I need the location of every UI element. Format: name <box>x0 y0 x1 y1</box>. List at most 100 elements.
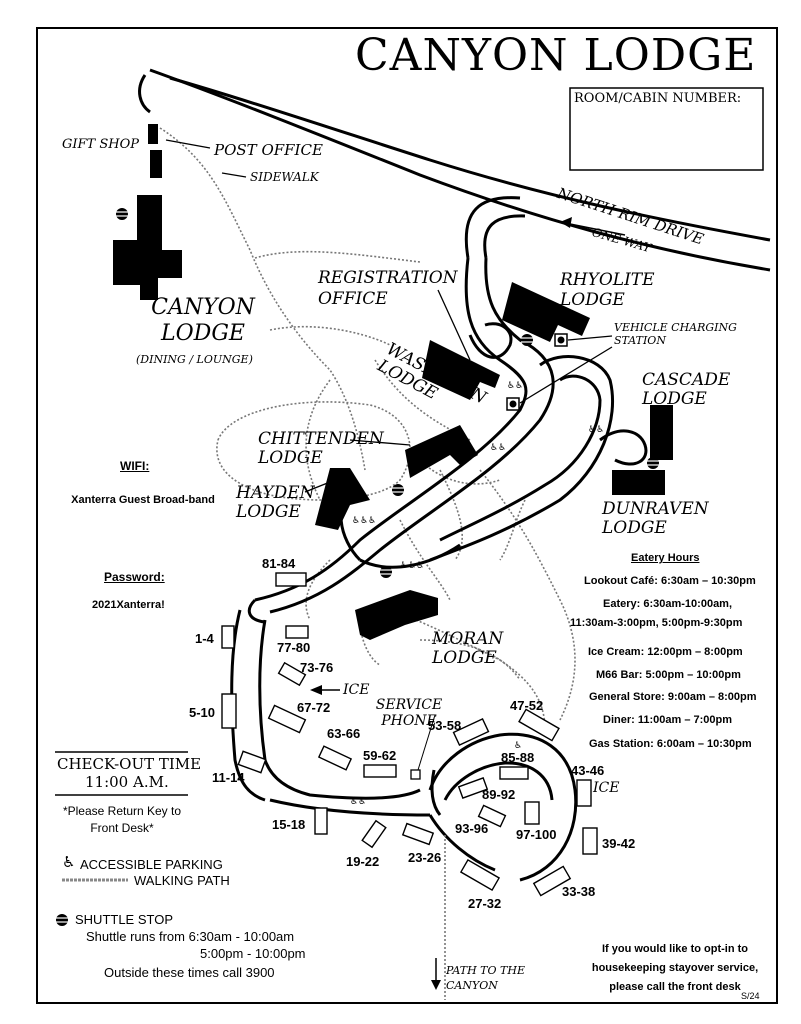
cabin-label: 59-62 <box>363 748 397 763</box>
path-to-canyon-label: PATH TO THE CANYON <box>446 964 525 992</box>
eatery-line: Lookout Café: 6:30am – 10:30pm <box>584 575 756 587</box>
checkout-note: *Please Return Key to Front Desk* <box>62 804 182 835</box>
accessible-icon: ♿ <box>62 853 75 871</box>
housekeeping-note: If you would like to opt-in to housekeep… <box>591 943 759 993</box>
wifi-network: Xanterra Guest Broad-band <box>71 494 215 506</box>
gift-shop-building <box>148 124 158 144</box>
hayden-lodge-building <box>315 468 370 530</box>
eatery-line: Gas Station: 6:00am – 10:30pm <box>589 738 752 750</box>
pointer-arrows <box>165 139 613 493</box>
canyon-lodge-label: CANYON LODGE <box>151 295 255 346</box>
ice-arrowhead <box>310 685 322 695</box>
service-phone-label: SERVICE PHONE <box>375 697 443 729</box>
legend-shuttle-icon <box>56 914 68 926</box>
post-office-building <box>150 150 162 178</box>
version-label: S/24 <box>741 991 760 1001</box>
cabin-label: 15-18 <box>272 817 306 832</box>
checkout-time: 11:00 A.M. <box>85 773 169 791</box>
roads <box>138 68 771 882</box>
legend-shuttle-label: SHUTTLE STOP <box>75 912 174 927</box>
eatery-line: M66 Bar: 5:00pm – 10:00pm <box>596 669 741 681</box>
cabin-label: 47-52 <box>510 698 544 713</box>
rhyolite-lodge-label: RHYOLITE LODGE <box>560 270 655 310</box>
post-office-label: POST OFFICE <box>214 141 323 159</box>
cabin-label: 11-14 <box>212 770 245 785</box>
cabin-label: 63-66 <box>327 726 361 741</box>
service-phone-line <box>417 714 436 771</box>
dunraven-lodge-building <box>612 470 665 495</box>
moran-lodge-label: MORAN LODGE <box>432 629 504 668</box>
cabin-label: 97-100 <box>516 827 557 842</box>
one-way-arrowhead <box>560 217 572 228</box>
cabin-label: 73-76 <box>300 660 334 675</box>
cabin-label: 85-88 <box>501 750 535 765</box>
ice-label-2: ICE <box>593 780 620 796</box>
cabin-label: 43-46 <box>571 763 605 778</box>
cabin-label: 19-22 <box>346 854 380 869</box>
charging-stations <box>506 333 568 411</box>
dunraven-lodge-label: DUNRAVEN LODGE <box>602 499 709 538</box>
registration-office-label: REGISTRATION OFFICE <box>318 268 458 309</box>
one-way-arrow <box>559 221 626 236</box>
wifi-heading: WIFI: <box>120 459 150 473</box>
wifi-password: 2021Xanterra! <box>92 599 165 611</box>
rhyolite-lodge-building <box>502 282 590 342</box>
cabin-label: 81-84 <box>262 556 296 571</box>
cabin-label: 1-4 <box>195 631 214 646</box>
eatery-line: Eatery: 6:30am-10:00am, <box>603 598 733 610</box>
eatery-line: 11:30am-3:00pm, 5:00pm-9:30pm <box>570 617 743 629</box>
hayden-lodge-label: HAYDEN LODGE <box>236 483 315 522</box>
cabin-label: 77-80 <box>277 640 311 655</box>
cabin-label: 33-38 <box>562 884 596 899</box>
svg-text:♿♿♿: ♿♿♿ <box>400 561 424 571</box>
legend-shuttle-hours-2: 5:00pm - 10:00pm <box>200 946 306 961</box>
room-box <box>569 87 764 171</box>
svg-text:♿♿: ♿♿ <box>490 443 506 453</box>
svg-text:♿♿♿: ♿♿♿ <box>352 516 376 526</box>
washburn-lodge-building <box>422 340 500 400</box>
password-heading: Password: <box>104 570 165 584</box>
svg-text:♿♿: ♿♿ <box>507 381 523 391</box>
sidewalk-label: SIDEWALK <box>250 170 319 184</box>
cabin-label: 89-92 <box>482 787 516 802</box>
cabin-label: 53-58 <box>428 718 462 733</box>
room-box-label: ROOM/CABIN NUMBER: <box>574 91 742 106</box>
checkout-heading: CHECK-OUT TIME <box>57 755 202 773</box>
cabin-label: 23-26 <box>408 850 442 865</box>
cascade-lodge-label: CASCADE LODGE <box>642 370 731 409</box>
cabin-label: 5-10 <box>189 705 216 720</box>
gift-shop-label: GIFT SHOP <box>62 137 139 152</box>
eatery-heading: Eatery Hours <box>631 552 700 564</box>
shuttle-stops <box>56 208 659 926</box>
eatery-line: General Store: 9:00am – 8:00pm <box>589 691 757 703</box>
legend-walking-path-label: WALKING PATH <box>134 873 230 888</box>
legend-shuttle-hours-1: Shuttle runs from 6:30am - 10:00am <box>86 929 295 944</box>
cabin-label: 27-32 <box>468 896 502 911</box>
legend-shuttle-outside: Outside these times call 3900 <box>104 965 275 980</box>
map-border <box>36 27 778 1004</box>
ice-label-1: ICE <box>343 682 370 698</box>
buildings <box>113 124 673 640</box>
map-title: CANYON LODGE <box>355 30 757 81</box>
eatery-line: Diner: 11:00am – 7:00pm <box>603 714 733 726</box>
legend-accessible-label: ACCESSIBLE PARKING <box>80 857 223 872</box>
canyon-lodge-building <box>113 195 182 300</box>
eatery-line: Ice Cream: 12:00pm – 8:00pm <box>588 646 743 658</box>
chittenden-lodge-building <box>405 425 478 478</box>
cabin-label: 39-42 <box>602 836 636 851</box>
moran-lodge-building <box>355 590 438 640</box>
cabin-blocks <box>221 572 598 897</box>
vehicle-charging-label: VEHICLE CHARGING STATION <box>614 321 737 347</box>
canyon-lodge-sublabel: (DINING / LOUNGE) <box>136 353 253 366</box>
cabin-label: 93-96 <box>455 821 489 836</box>
chittenden-lodge-label: CHITTENDEN LODGE <box>258 429 384 468</box>
cabin-label: 67-72 <box>297 700 331 715</box>
service-phone-marker <box>410 769 421 780</box>
svg-text:♿♿: ♿♿ <box>350 797 366 807</box>
svg-text:♿: ♿ <box>514 741 522 751</box>
accessible-symbols: ♿♿ ♿♿ ♿♿ ♿♿♿ ♿♿♿ ♿♿ ♿ <box>350 381 604 807</box>
cascade-lodge-building <box>650 405 673 460</box>
svg-text:♿♿: ♿♿ <box>588 425 604 435</box>
